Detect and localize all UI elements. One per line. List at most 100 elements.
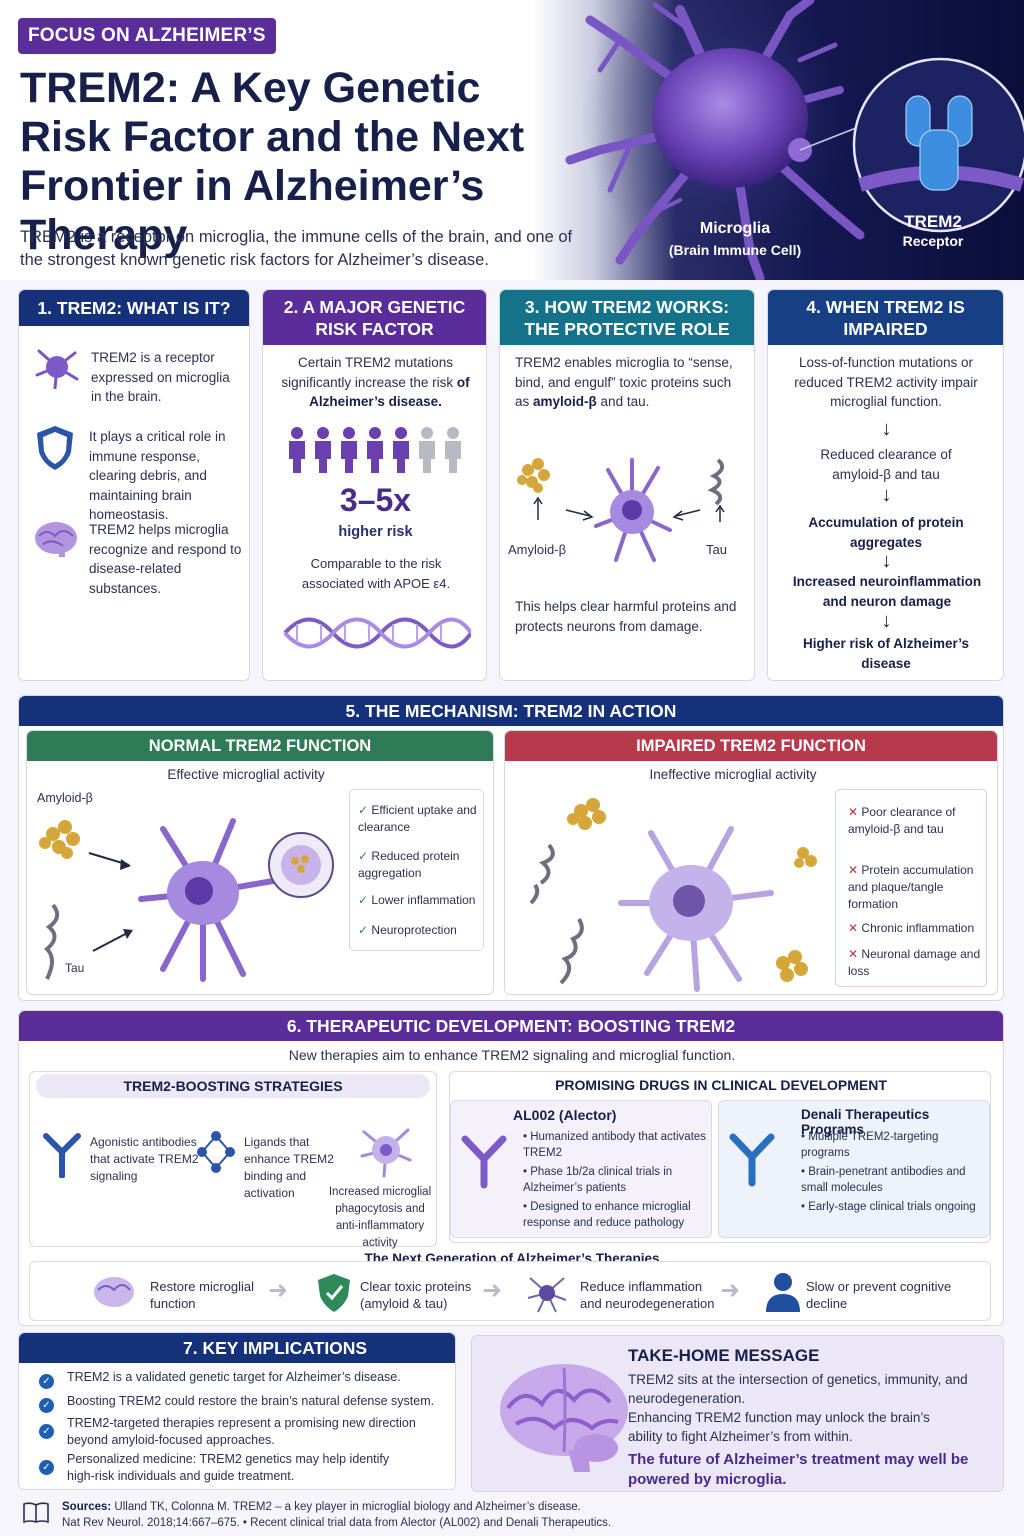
implication-3: TREM2-targeted therapies represent a pro…	[67, 1416, 416, 1447]
denali-bullet-1: • Multiple TREM2-targeting programs	[801, 1131, 939, 1159]
al002-bullet-3: • Designed to enhance microglial respons…	[523, 1201, 691, 1229]
page-title: TREM2: A Key Genetic Risk Factor and the…	[20, 64, 525, 259]
antibody-icon	[43, 1133, 81, 1178]
works-amyloid-label: Amyloid-β	[508, 542, 567, 557]
next-step-3: Reduce inflammation and neurodegeneratio…	[580, 1279, 715, 1311]
therapy-section: 6. THERAPEUTIC DEVELOPMENT: BOOSTING TRE…	[18, 1010, 1004, 1326]
next-gen-steps: Restore microglial function ➜ Clear toxi…	[29, 1261, 991, 1321]
takehome-title: TAKE-HOME MESSAGE	[628, 1346, 820, 1365]
works-diagram	[517, 458, 725, 562]
risk-multiplier: 3–5x	[339, 482, 412, 518]
denali-name: Denali Therapeutics Programs	[801, 1107, 930, 1137]
down-arrow-icon: ↓	[881, 418, 892, 440]
card-impaired: 4. WHEN TREM2 IS IMPAIRED Loss-of-functi…	[767, 289, 1004, 681]
denali-bullet-3-text: Early-stage clinical trials ongoing	[808, 1201, 976, 1213]
ligand-icon	[197, 1131, 235, 1173]
strategy-2: Ligands that enhance TREM2 binding and a…	[244, 1135, 334, 1200]
normal-benefit-3: ✓ Lower inflammation	[358, 892, 486, 909]
risk-multiplier-sub: higher risk	[338, 524, 413, 540]
impaired-subtitle: Ineffective microglial activity	[649, 767, 817, 782]
neuron-icon	[527, 1277, 567, 1313]
normal-microglia-illustration	[39, 818, 334, 982]
mechanism-title: 5. THE MECHANISM: TREM2 IN ACTION	[19, 696, 1003, 726]
cross-icon: ✕	[848, 863, 859, 877]
sources-text: Sources: Ulland TK, Colonna M. TREM2 – a…	[62, 1499, 1012, 1531]
microglia-sublabel: (Brain Immune Cell)	[668, 242, 802, 258]
card-works-title: 3. HOW TREM2 WORKS: THE PROTECTIVE ROLE	[500, 290, 754, 345]
al002-bullet-1-text: Humanized antibody that activates TREM2	[523, 1131, 707, 1159]
impaired-step-1: Loss-of-function mutations or reduced TR…	[794, 355, 978, 409]
therapy-subtitle: New therapies aim to enhance TREM2 signa…	[288, 1047, 736, 1063]
what-item-1: TREM2 is a receptor expressed on microgl…	[91, 350, 230, 404]
al002-bullet-1: • Humanized antibody that activates TREM…	[523, 1131, 707, 1159]
brain-icon	[35, 522, 77, 557]
normal-subtitle: Effective microglial activity	[167, 767, 325, 782]
shield-check-icon	[318, 1274, 350, 1312]
sources-line-2: Nat Rev Neurol. 2018;14:667–675. • Recen…	[62, 1517, 612, 1529]
normal-tau-label: Tau	[65, 961, 85, 975]
cross-icon: ✕	[848, 805, 859, 819]
impaired-effects-list: ✕ Poor clearance of amyloid-β and tau ✕ …	[835, 789, 987, 987]
microglia-illustration	[565, 0, 1024, 280]
trem2-sublabel: Receptor	[902, 233, 964, 249]
implication-1: TREM2 is a validated genetic target for …	[67, 1370, 401, 1384]
normal-benefits-list: ✓ Efficient uptake and clearance ✓ Reduc…	[349, 789, 484, 951]
implication-check-4: ✓	[39, 1457, 54, 1475]
amyloid-cluster-icon	[517, 458, 550, 493]
risk-text-main: Certain TREM2 mutations significantly in…	[281, 355, 454, 390]
risk-text-bold: of Alzheimer’s disease.	[309, 374, 470, 410]
impaired-effect-1-text: Poor clearance of amyloid-β and tau	[848, 805, 956, 836]
antibody-icon	[729, 1133, 775, 1187]
next-step-4: Slow or prevent cognitive decline	[806, 1279, 952, 1311]
implication-check-2: ✓	[39, 1395, 54, 1413]
takehome-text-2: Enhancing TREM2 function may unlock the …	[628, 1410, 930, 1444]
works-footer: This helps clear harmful proteins and pr…	[515, 599, 737, 634]
card-what-title: 1. TREM2: WHAT IS IT?	[19, 290, 249, 326]
card-how-it-works: 3. HOW TREM2 WORKS: THE PROTECTIVE ROLE …	[499, 289, 755, 681]
check-circle-icon: ✓	[39, 1460, 54, 1475]
normal-amyloid-label: Amyloid-β	[37, 791, 93, 805]
strategy-1: Agonistic antibodies that activate TREM2…	[90, 1135, 199, 1183]
implications-title: 7. KEY IMPLICATIONS	[19, 1333, 455, 1363]
microglia-icon	[360, 1128, 412, 1178]
al002-bullet-3-text: Designed to enhance microglial response …	[523, 1201, 691, 1229]
card-risk-title: 2. A MAJOR GENETIC RISK FACTOR	[263, 290, 486, 345]
normal-benefit-4: ✓ Neuroprotection	[358, 922, 483, 939]
works-tau-label: Tau	[706, 542, 727, 557]
population-icon	[289, 427, 461, 473]
down-arrow-icon: ↓	[881, 484, 892, 506]
impaired-function-panel: IMPAIRED TREM2 FUNCTION Ineffective micr…	[504, 730, 998, 995]
therapy-title: 6. THERAPEUTIC DEVELOPMENT: BOOSTING TRE…	[19, 1011, 1003, 1041]
cross-icon: ✕	[848, 947, 859, 961]
down-arrow-icon: ↓	[881, 550, 892, 572]
denali-bullet-2-text: Brain-penetrant antibodies and small mol…	[801, 1166, 966, 1194]
microglia-icon	[35, 349, 79, 389]
al002-bullet-2-text: Phase 1b/2a clinical trials in Alzheimer…	[523, 1166, 673, 1194]
impaired-effect-3-text: Chronic inflammation	[861, 921, 975, 935]
impaired-step-5: Higher risk of Alzheimer’s disease	[802, 636, 970, 671]
impaired-step-4: Increased neuroinflammation and neuron d…	[792, 574, 982, 609]
brain-icon	[94, 1277, 134, 1307]
normal-function-panel: NORMAL TREM2 FUNCTION Effective microgli…	[26, 730, 494, 995]
impaired-step-2: Reduced clearance of amyloid-β and tau	[820, 447, 952, 482]
denali-card: Denali Therapeutics Programs • Multiple …	[718, 1100, 990, 1238]
takehome-section: TAKE-HOME MESSAGE TREM2 sits at the inte…	[471, 1335, 1004, 1492]
strategy-3: Increased microglial phagocytosis and an…	[328, 1186, 432, 1249]
implication-4: Personalized medicine: TREM2 genetics ma…	[67, 1452, 390, 1483]
impaired-panel-title: IMPAIRED TREM2 FUNCTION	[505, 731, 997, 761]
drugs-panel: PROMISING DRUGS IN CLINICAL DEVELOPMENT …	[449, 1071, 991, 1243]
normal-title: NORMAL TREM2 FUNCTION	[27, 731, 493, 761]
brain-illustration-icon	[500, 1364, 628, 1472]
cross-icon: ✕	[848, 921, 859, 935]
drugs-title: PROMISING DRUGS IN CLINICAL DEVELOPMENT	[555, 1077, 887, 1093]
down-arrow-icon: ↓	[881, 610, 892, 632]
trem2-label: TREM2	[904, 212, 962, 231]
normal-benefit-2: ✓ Reduced protein aggregation	[358, 848, 483, 882]
implication-2: Boosting TREM2 could restore the brain’s…	[67, 1394, 435, 1408]
risk-compare: Comparable to the risk associated with A…	[301, 556, 451, 591]
impaired-effect-1: ✕ Poor clearance of amyloid-β and tau	[848, 804, 984, 838]
al002-name: AL002 (Alector)	[513, 1107, 617, 1123]
book-icon	[22, 1500, 50, 1529]
arrow-right-icon: ➜	[482, 1277, 503, 1304]
implication-check-3: ✓	[39, 1421, 54, 1439]
